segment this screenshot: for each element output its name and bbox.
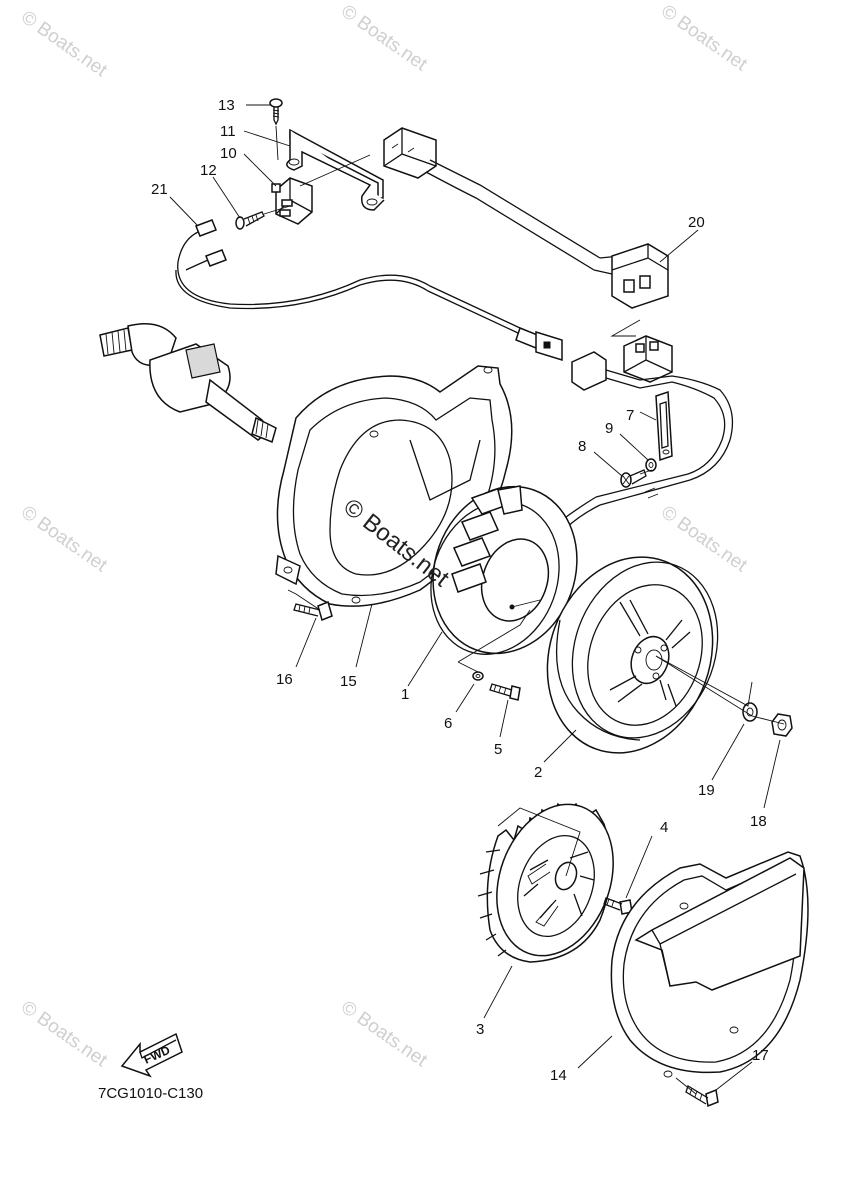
callout-8: 8 (578, 438, 586, 455)
part-17-screw (685, 1085, 719, 1108)
callout-14: 14 (550, 1067, 567, 1084)
callout-17: 17 (752, 1047, 769, 1064)
callout-9: 9 (605, 420, 613, 437)
part-3-fan (477, 802, 614, 963)
part-6-washer (472, 671, 484, 681)
callout-labels: 1 2 3 4 5 6 7 8 9 10 11 12 13 14 15 16 1… (151, 97, 769, 1084)
callout-1: 1 (401, 686, 409, 703)
part-1-stator (430, 485, 578, 655)
crankshaft (99, 323, 277, 444)
diagram-code: 7CG1010-C130 (98, 1085, 203, 1102)
callout-2: 2 (534, 764, 542, 781)
watermark-text: © Boats.net (17, 997, 111, 1072)
watermark-text: © Boats.net (337, 1, 431, 76)
callout-6: 6 (444, 715, 452, 732)
part-20-wire-harness (383, 127, 669, 309)
callout-11: 11 (220, 123, 236, 140)
part-10-switch (271, 177, 313, 225)
part-9-washer (645, 458, 657, 472)
callout-13: 13 (218, 97, 235, 114)
leader-lines (169, 104, 781, 1091)
part-7-clamp (655, 390, 673, 462)
callout-20: 20 (688, 214, 705, 231)
callout-10: 10 (220, 145, 237, 162)
callout-18: 18 (750, 813, 767, 830)
callout-16: 16 (276, 671, 293, 688)
part-8-screw (620, 469, 647, 488)
part-2-flywheel (546, 556, 719, 754)
callout-4: 4 (660, 819, 668, 836)
stator-lead-connectors (561, 335, 734, 529)
part-14-cover (610, 851, 809, 1078)
callout-5: 5 (494, 741, 502, 758)
part-11-bracket (286, 128, 385, 211)
fwd-arrow-icon: FWD (120, 1032, 183, 1078)
part-18-nut (771, 713, 793, 737)
watermark-text: © Boats.net (337, 997, 431, 1072)
part-12-screw (235, 211, 265, 230)
part-21-connector-wire (175, 219, 563, 362)
part-5-bolt (489, 683, 521, 701)
part-4-bolt (603, 897, 633, 915)
assembly-reference-lines (263, 125, 785, 1095)
part-13-screw (269, 98, 283, 126)
watermark-text: © Boats.net (17, 7, 111, 82)
callout-3: 3 (476, 1021, 484, 1038)
callout-7: 7 (626, 407, 634, 424)
part-16-bolt (293, 600, 333, 622)
watermark-text: © Boats.net (657, 1, 751, 76)
callout-12: 12 (200, 162, 217, 179)
watermark-text: © Boats.net (17, 502, 111, 577)
callout-19: 19 (698, 782, 715, 799)
callout-21: 21 (151, 181, 168, 198)
callout-15: 15 (340, 673, 357, 690)
